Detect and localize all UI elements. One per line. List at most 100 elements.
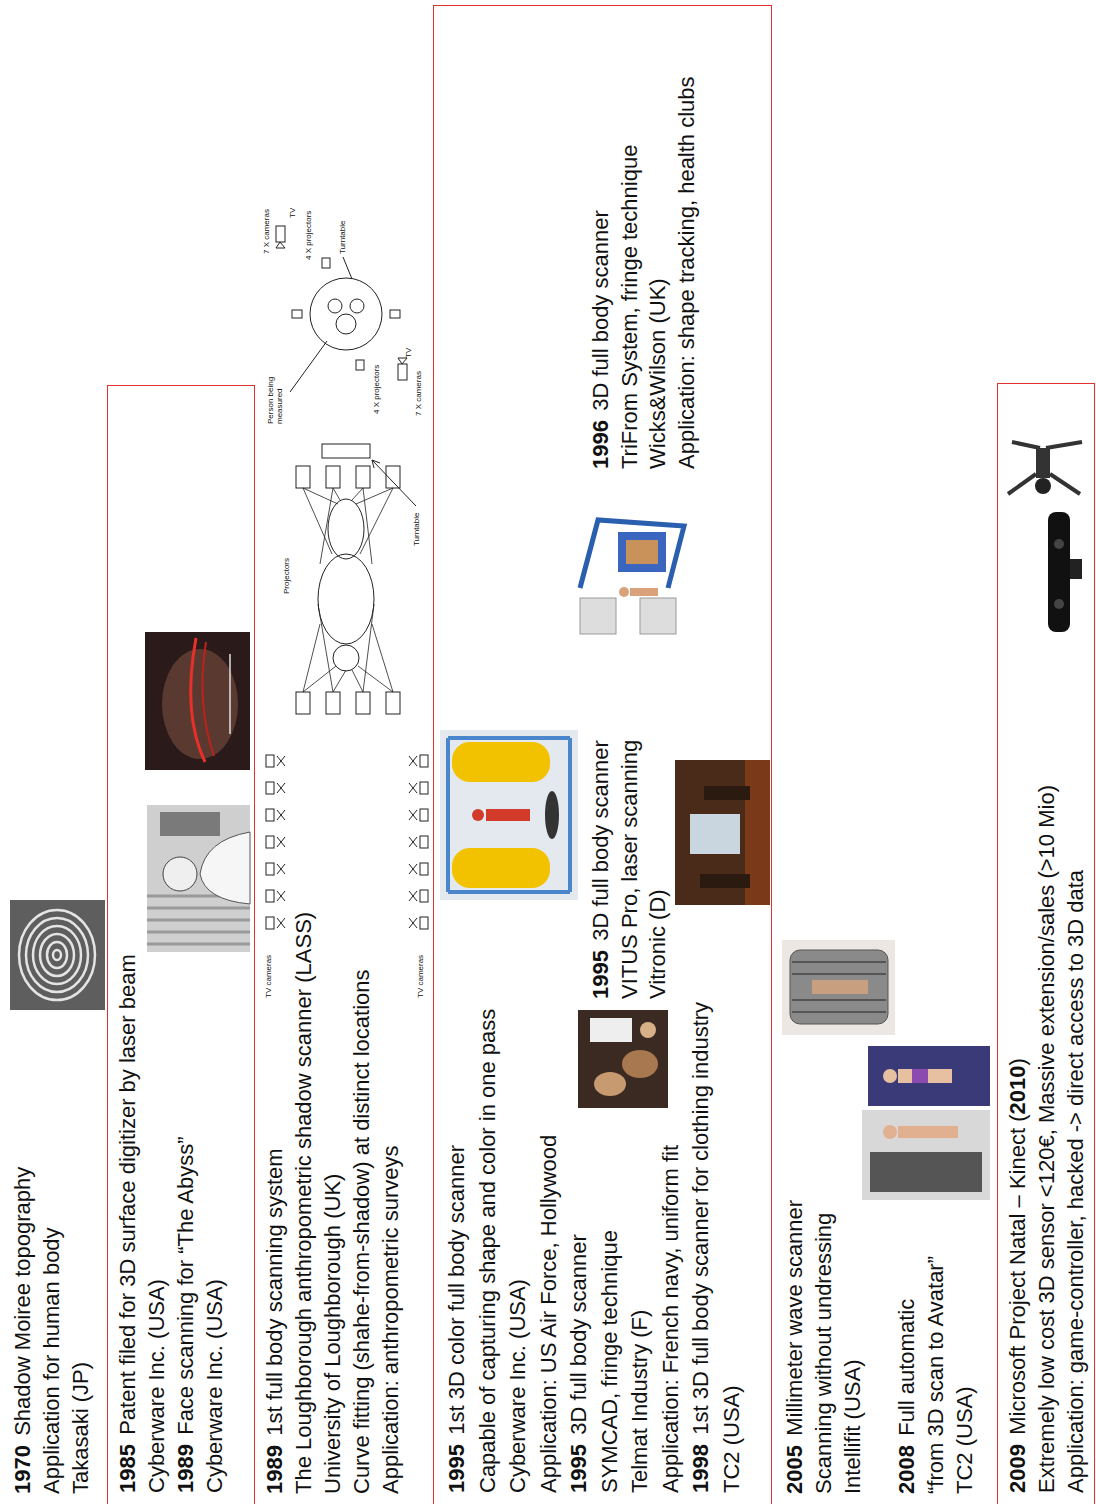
timeline-box: 19951st 3D color full body scannerCapabl… — [433, 5, 772, 1504]
lass-plan-diagram-part — [336, 314, 356, 334]
label-line: Takasaki (JP) — [68, 1362, 94, 1494]
laser-photo — [145, 632, 250, 770]
entry-text: Capable of capturing shape and color in … — [475, 1009, 500, 1493]
moire-photo-part-part — [33, 926, 81, 984]
kinect-picture-part — [1054, 539, 1064, 549]
lass-diagram-part — [386, 692, 400, 714]
vitus-scanner-photo-part — [626, 540, 658, 564]
vitronic-photo-part — [704, 786, 750, 800]
lass-plan-diagram-part — [276, 226, 285, 242]
year: 1985 — [115, 1444, 140, 1493]
entry-text: ) — [1005, 1058, 1030, 1065]
kinect-picture-part — [1054, 599, 1064, 609]
label-text: Projectors — [282, 558, 291, 594]
lass-diagram-part — [409, 890, 428, 902]
lass-diagram-part — [356, 466, 370, 488]
moire-photo-part-part — [19, 910, 95, 1000]
label-line: 1970Shadow Moiree topography — [10, 1167, 36, 1494]
lass-diagram-part — [409, 809, 428, 821]
label-line: Intellifit (USA) — [840, 1360, 866, 1494]
vitus-scanner-photo-part — [640, 598, 676, 634]
entry-text: Application: game-controller, hacked -> … — [1063, 870, 1088, 1493]
vitus-scanner-photo-part — [630, 588, 658, 596]
lass-plan-diagram-part — [292, 310, 302, 318]
label-line: TC2 (USA) — [952, 1386, 978, 1494]
symcad-photo-part — [590, 1018, 632, 1042]
entry-text: 3D full body scanner — [588, 740, 613, 941]
cyberware-scanner-photo-part — [452, 848, 550, 888]
millimeter-scanner-photo-part — [812, 980, 868, 994]
text-line: Cyberware Inc. (USA) — [202, 1279, 228, 1493]
label-text: 4 X projectors — [372, 365, 381, 414]
label-text: TV cameras — [264, 955, 273, 998]
face-scan-photo-part — [163, 857, 197, 891]
vitus-scanner-photo-part — [572, 515, 690, 640]
entry-text: Microsoft Project Natal – Kinect ( — [1005, 1114, 1030, 1434]
moire-photo-part-part — [26, 918, 88, 992]
year: 1989 — [262, 1445, 287, 1494]
text-line: 19951st 3D color full body scanner — [444, 1145, 470, 1493]
lass-plan-diagram-part — [398, 364, 407, 380]
label-line: Person being measured — [266, 372, 284, 424]
vitronic-photo-part — [675, 760, 770, 905]
label-line: Curve fitting (shahe-from-shadow) at dis… — [349, 969, 375, 1494]
label-text: Curve fitting (shahe-from-shadow) at dis… — [349, 969, 374, 1494]
label-text: Application for human body — [39, 1227, 64, 1494]
label-line: 7 X cameras — [414, 371, 423, 416]
moire-photo-part — [10, 900, 105, 1010]
laser-photo-part — [229, 654, 231, 734]
millimeter-scanner-photo-part — [790, 950, 888, 1024]
year: 1995 — [444, 1444, 469, 1493]
symcad-photo-part — [622, 1050, 658, 1078]
symcad-photo-part — [640, 1022, 656, 1038]
text-line: SYMCAD, fringe technique — [597, 1230, 623, 1493]
avatar-picture-part — [868, 1046, 990, 1106]
label-text: TV cameras — [416, 955, 425, 998]
face-scan-photo-part — [147, 805, 250, 952]
millimeter-scanner-photo — [782, 940, 895, 1035]
label-line: TV — [288, 208, 297, 218]
label-text: Intellifit (USA) — [840, 1360, 865, 1494]
tc2-booth-photo-part — [870, 1152, 982, 1192]
laser-photo-part — [145, 632, 250, 770]
lass-plan-diagram-part — [390, 310, 400, 318]
text-line: Application: US Air Force, Hollywood — [536, 1135, 562, 1493]
label-text: The Loughborough anthropometric shadow s… — [291, 912, 316, 1494]
tc2-booth-photo — [862, 1110, 990, 1200]
year: 1998 — [688, 1444, 713, 1493]
lass-diagram-part — [266, 755, 285, 767]
lass-diagram-part — [409, 917, 428, 929]
text-line: Extremely low cost 3D sensor <120€, Mass… — [1034, 785, 1060, 1493]
avatar-picture-part — [883, 1069, 897, 1083]
cyberware-scanner-photo-part — [486, 809, 530, 821]
face-scan-photo-part — [160, 812, 220, 836]
millimeter-scanner-photo-part — [792, 962, 886, 1012]
vitus-scanner-photo-part — [580, 598, 616, 634]
label-text: 1st full body scanning system — [262, 1148, 287, 1435]
entry-text: 1st 3D full body scanner for clothing in… — [688, 1002, 713, 1435]
text-line: Cyberware Inc. (USA) — [144, 1279, 170, 1493]
lass-diagram-part — [266, 917, 285, 929]
text-line: 19953D full body scanner — [566, 1234, 592, 1493]
lass-plan-diagram-part — [310, 278, 382, 350]
entry-text: TC2 (USA) — [719, 1385, 744, 1493]
vitronic-photo — [675, 760, 770, 905]
lass-diagram-part — [266, 890, 285, 902]
lass-diagram-part — [372, 460, 380, 468]
lass-diagram-part — [328, 499, 364, 559]
text-line: 1998 1st 3D full body scanner for clothin… — [688, 1002, 714, 1493]
label-text: 7 X cameras — [414, 371, 423, 416]
millimeter-scanner-photo-part — [782, 940, 895, 1035]
cyberware-scanner-photo-part — [452, 742, 550, 782]
lass-plan-diagram-part — [322, 258, 330, 268]
year: 2010 — [1005, 1066, 1030, 1115]
tc2-booth-photo-part — [883, 1125, 897, 1139]
lass-plan-diagram-part — [356, 360, 364, 370]
moire-photo-part-part — [53, 950, 61, 960]
text-line: Wicks&Wilson (UK) — [645, 278, 671, 469]
entry-text: Patent filed for 3D surface digitizer by… — [115, 954, 140, 1435]
lass-diagram-part — [303, 604, 393, 692]
symcad-photo-part — [578, 1010, 668, 1108]
kinect-picture-part — [1070, 559, 1082, 579]
label-line: 2008Full automatic — [894, 1299, 920, 1494]
